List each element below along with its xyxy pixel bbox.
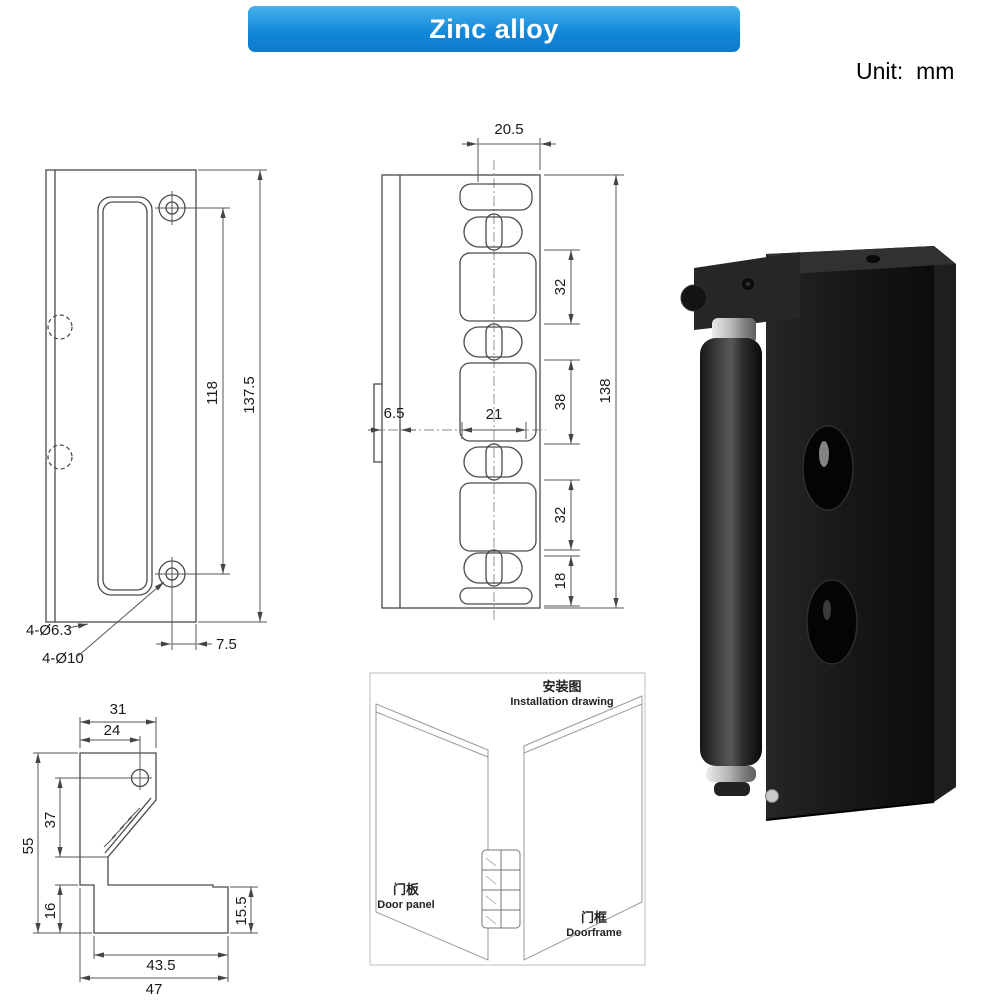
- dimension-21: [461, 422, 527, 439]
- dimension-138: [544, 174, 624, 609]
- installation-hinge: [481, 849, 521, 929]
- dimension-47-label: 47: [146, 981, 163, 998]
- dimension-55: [33, 752, 92, 934]
- block-side-face: [934, 246, 956, 802]
- front-view-geometry: [45, 169, 197, 623]
- dimension-20-5: [462, 138, 556, 182]
- callout-large-holes-label: 4-Ø10: [42, 650, 84, 667]
- dimension-47: [79, 888, 229, 982]
- cap-knob: [680, 284, 708, 312]
- screw-hole: [128, 766, 152, 790]
- side-view-geometry: [79, 752, 229, 934]
- dimension-32-top-label: 32: [552, 279, 569, 296]
- product-photo: [648, 222, 992, 847]
- hatch-lines: [103, 807, 141, 848]
- material-banner: Zinc alloy: [248, 6, 740, 52]
- dimension-16-label: 16: [42, 903, 59, 920]
- installation-drawing: 安装图 Installation drawing 门板 Door panel 门…: [362, 660, 657, 982]
- dimension-7-5: [156, 590, 212, 650]
- dimension-38: [544, 359, 580, 445]
- dimension-18: [544, 555, 580, 607]
- door-panel-label-en: Door panel: [377, 899, 434, 911]
- dimension-7-5-label: 7.5: [216, 636, 237, 653]
- dimension-24-label: 24: [104, 722, 121, 739]
- hidden-hole-1: [47, 314, 73, 340]
- dimension-31-label: 31: [110, 701, 127, 718]
- dimension-32-bottom-label: 32: [552, 507, 569, 524]
- dimension-137-5: [198, 169, 267, 623]
- door-frame-label-en: Doorframe: [566, 927, 622, 939]
- dimension-31: [79, 717, 157, 748]
- section-view-svg: 20.5 32 38 32: [368, 121, 624, 622]
- callout-small-holes-leader: [67, 623, 89, 629]
- installation-perspective: [375, 695, 643, 961]
- unit-label: Unit: mm: [856, 58, 955, 84]
- pin-bottom: [706, 766, 756, 782]
- callout-small-holes-label: 4-Ø6.3: [26, 622, 72, 639]
- dimension-24: [80, 736, 141, 766]
- door-frame-label-zh: 门框: [581, 910, 607, 925]
- dimension-43-5: [93, 936, 228, 959]
- dimension-32-top: [544, 249, 580, 325]
- material-banner-label: Zinc alloy: [429, 13, 559, 44]
- pin-top: [712, 318, 756, 344]
- block-front-face: [766, 246, 934, 820]
- dimension-38-label: 38: [552, 394, 569, 411]
- dimension-32-bottom: [544, 479, 580, 551]
- dimension-18-label: 18: [552, 573, 569, 590]
- section-view-geometry: [370, 160, 546, 622]
- product-photo-svg: [680, 246, 956, 821]
- dimension-15-5-label: 15.5: [233, 896, 250, 925]
- installation-svg: 安装图 Installation drawing 门板 Door panel 门…: [369, 672, 646, 966]
- door-panel-label-zh: 门板: [393, 882, 420, 897]
- dimension-6-5-label: 6.5: [384, 405, 405, 422]
- dimension-43-5-label: 43.5: [146, 957, 175, 974]
- front-view-svg: 118 137.5 7.5 4-Ø6.3 4-Ø10: [26, 169, 267, 667]
- cap-screw-dot: [746, 282, 750, 286]
- hinge-body: [680, 246, 956, 821]
- block-top-face: [766, 246, 956, 274]
- dimension-37-label: 37: [42, 812, 59, 829]
- bottom-screw: [765, 789, 779, 803]
- mount-hole-bottom: [155, 557, 189, 592]
- top-face-hole: [866, 255, 880, 263]
- dimension-138-label: 138: [597, 378, 614, 403]
- dimension-118-label: 118: [204, 381, 221, 405]
- dimension-20-5-label: 20.5: [494, 121, 523, 138]
- callout-large-holes-leader: [77, 581, 165, 657]
- side-view-drawing: 31 24 55 37: [8, 698, 293, 998]
- installation-title-zh: 安装图: [542, 679, 581, 694]
- dimension-15-5: [230, 886, 258, 934]
- dimension-137-5-label: 137.5: [241, 376, 258, 414]
- side-view-svg: 31 24 55 37: [20, 701, 258, 998]
- dimension-37: [55, 777, 128, 858]
- barrel: [700, 338, 762, 766]
- dimension-55-label: 55: [20, 838, 37, 855]
- hidden-hole-2: [47, 444, 73, 470]
- installation-title-en: Installation drawing: [510, 696, 613, 708]
- front-view-drawing: 118 137.5 7.5 4-Ø6.3 4-Ø10: [18, 112, 348, 697]
- front-face-holes: [802, 425, 858, 665]
- section-view-drawing: 20.5 32 38 32: [358, 98, 658, 648]
- barrel-foot: [714, 782, 750, 796]
- dimension-21-label: 21: [486, 406, 503, 423]
- dimension-118: [186, 207, 230, 575]
- mount-hole-top: [155, 191, 189, 225]
- dimension-16: [55, 884, 78, 933]
